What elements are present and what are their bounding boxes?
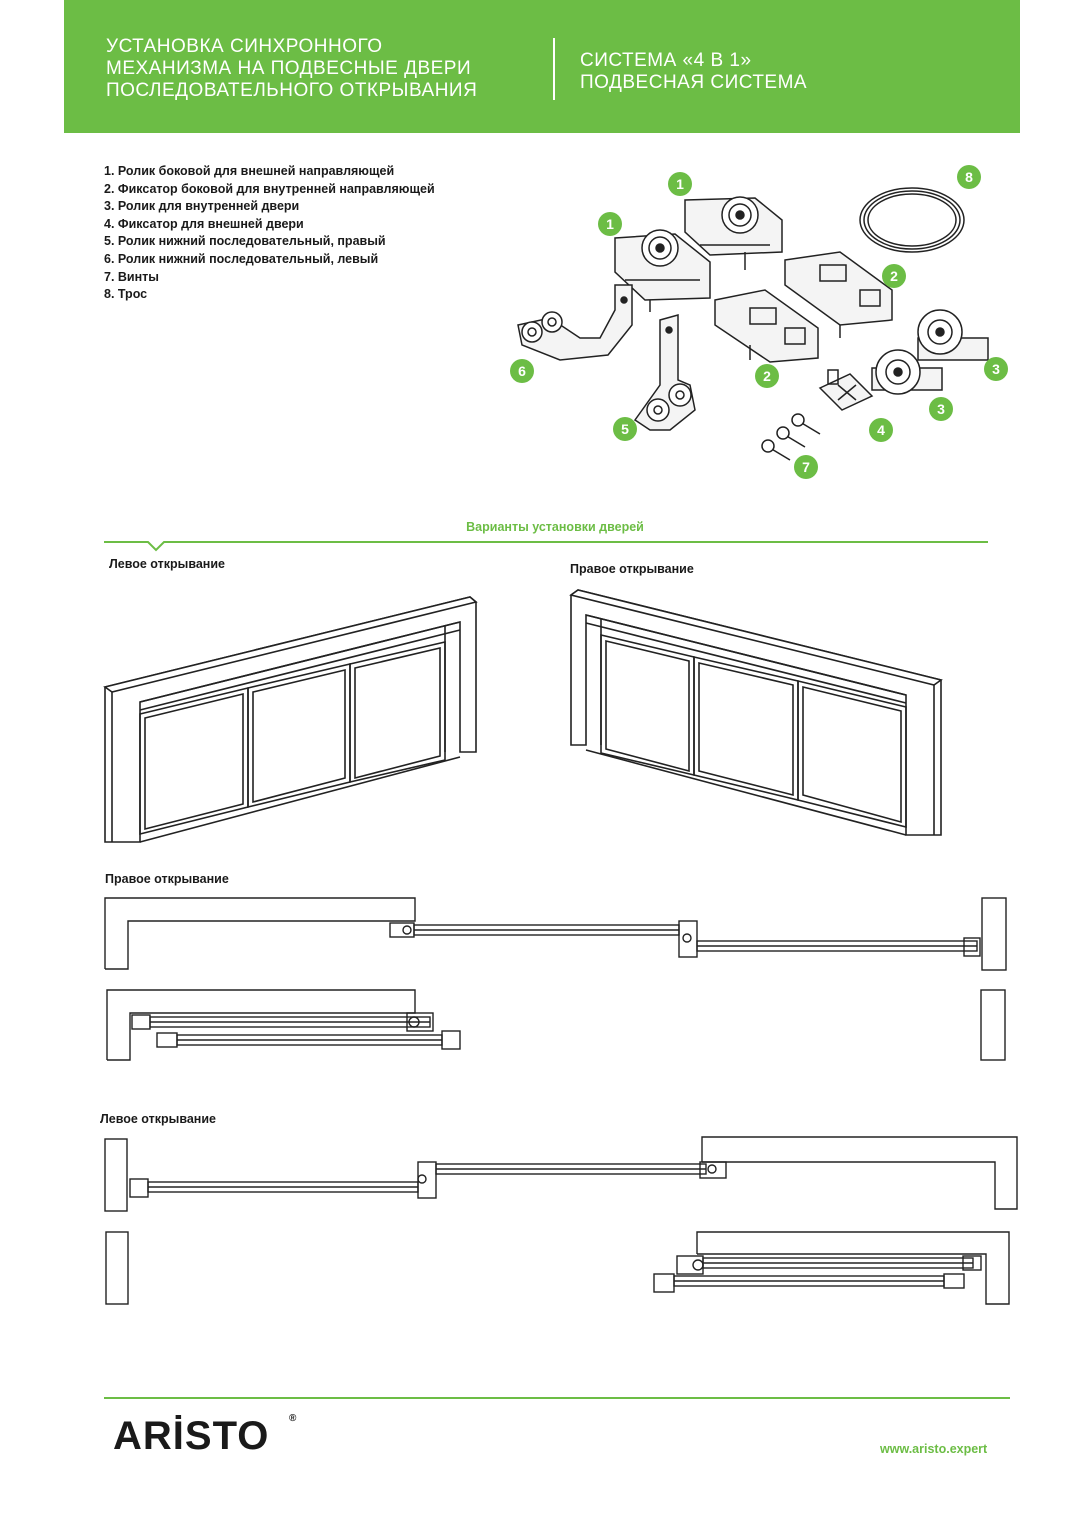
right-opening-3d-view [569,589,943,836]
cable-icon [859,187,965,253]
website-link[interactable]: www.aristo.expert [880,1442,988,1456]
part-badge-4: 4 [869,418,893,442]
bottom-roller-left-icon [517,284,633,361]
header-banner: УСТАНОВКА СИНХРОННОГО МЕХАНИЗМА НА ПОДВЕ… [64,0,1020,133]
part-badge-6: 6 [510,359,534,383]
parts-list-item: 2. Фиксатор боковой для внутренней напра… [104,181,435,196]
part-badge-7: 7 [794,455,818,479]
parts-list-item: 8. Трос [104,287,148,302]
svg-text:3: 3 [992,361,1000,377]
svg-text:5: 5 [621,421,629,437]
outer-door-fixator-icon [818,369,874,411]
part-badge-2: 2 [882,264,906,288]
part-badge-1: 1 [598,212,622,236]
parts-list-item: 7. Винты [104,269,159,284]
system-title: СИСТЕМА «4 В 1» ПОДВЕСНАЯ СИСТЕМА [580,50,807,94]
aristo-logo: ARİSTO [113,1414,270,1458]
parts-illustration: 1 1 2 2 3 3 4 5 6 7 8 [510,165,1008,479]
parts-list-item: 3. Ролик для внутренней двери [104,199,300,214]
part-badge-2: 2 [755,364,779,388]
svg-text:7: 7 [802,459,810,475]
part-badge-3: 3 [984,357,1008,381]
svg-text:1: 1 [606,216,614,232]
parts-list-item: 6. Ролик нижний последовательный, левый [104,251,379,266]
part-badge-5: 5 [613,417,637,441]
document-title: УСТАНОВКА СИНХРОННОГО МЕХАНИЗМА НА ПОДВЕ… [106,36,477,102]
side-fixator-icon [714,289,819,363]
part-badge-3: 3 [929,397,953,421]
system-line: СИСТЕМА «4 В 1» [580,50,752,71]
part-badge-1: 1 [668,172,692,196]
inner-door-roller-icon [871,349,943,395]
side-roller-icon [684,196,783,270]
screws-icon [761,413,821,461]
svg-text:2: 2 [763,368,771,384]
svg-text:8: 8 [965,169,973,185]
label-left-opening-plan: Левое открывание [100,1112,216,1126]
title-line: ПОСЛЕДОВАТЕЛЬНОГО ОТКРЫВАНИЯ [106,80,478,101]
title-line: МЕХАНИЗМА НА ПОДВЕСНЫЕ ДВЕРИ [106,58,472,79]
registered-mark: ® [289,1413,297,1424]
title-line: УСТАНОВКА СИНХРОННОГО [106,36,383,57]
right-opening-plan-view [104,897,1007,1061]
left-opening-plan-view [104,1136,1018,1305]
label-right-opening-plan: Правое открывание [105,872,229,886]
section-title: Варианты установки дверей [466,520,644,534]
side-roller-icon [614,229,711,312]
svg-text:4: 4 [877,422,885,438]
part-badges: 1 1 2 2 3 3 4 5 6 7 8 [510,165,1008,479]
label-left-opening: Левое открывание [109,557,225,571]
side-fixator-icon [784,251,893,338]
section-divider [104,541,988,552]
parts-list: 1. Ролик боковой для внешней направляюще… [104,163,435,304]
parts-list-item: 5. Ролик нижний последовательный, правый [104,234,386,249]
footer-divider [104,1397,1010,1399]
svg-text:2: 2 [890,268,898,284]
parts-list-item: 4. Фиксатор для внешней двери [104,216,304,231]
part-badge-8: 8 [957,165,981,189]
svg-text:6: 6 [518,363,526,379]
system-line: ПОДВЕСНАЯ СИСТЕМА [580,72,808,93]
left-opening-3d-view [103,596,478,843]
svg-text:3: 3 [937,401,945,417]
inner-door-roller-icon [917,309,989,361]
parts-list-item: 1. Ролик боковой для внешней направляюще… [104,164,395,178]
svg-text:1: 1 [676,176,684,192]
label-right-opening: Правое открывание [570,562,694,576]
header-divider [553,38,555,100]
bottom-roller-right-icon [633,314,696,431]
